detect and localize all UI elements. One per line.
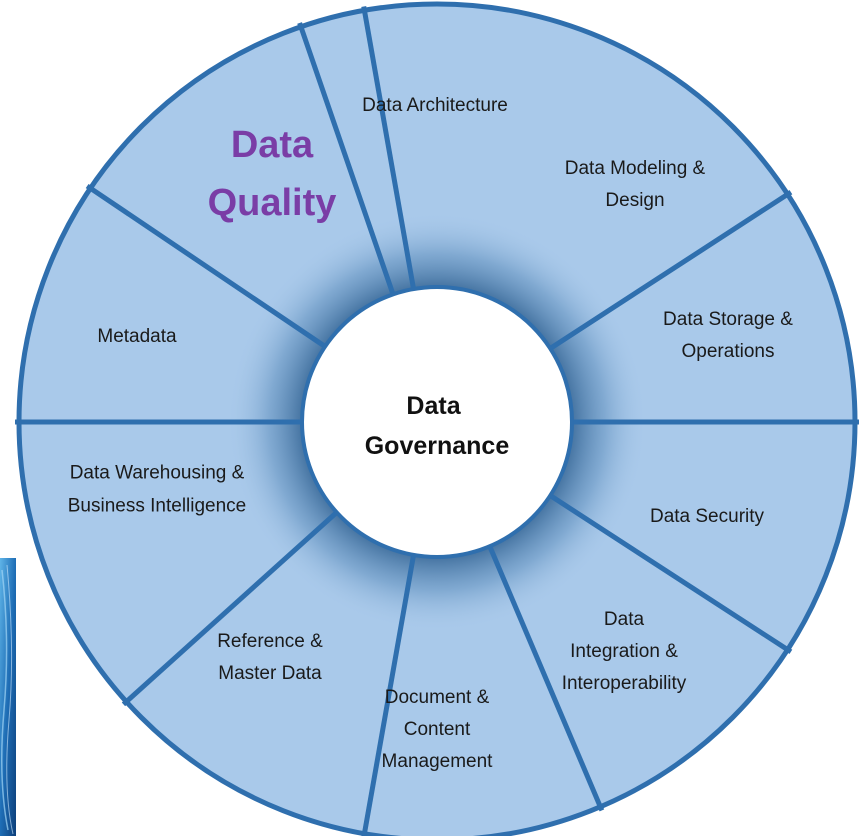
segment-divider xyxy=(548,493,796,657)
segment-label: Data Modeling & Design xyxy=(565,158,706,211)
segment-label-line: Business Intelligence xyxy=(68,496,247,517)
center-label-line-1: Data xyxy=(406,392,461,420)
segment-label-line: Reference & xyxy=(217,631,323,652)
segment-label-line: Data Architecture xyxy=(362,95,508,116)
segment-divider xyxy=(295,18,396,296)
segment-label-line: Operations xyxy=(682,341,775,362)
segment-label: Data Warehousing & Business Intelligence xyxy=(68,463,247,517)
segment-label-line: Interoperability xyxy=(562,673,687,694)
segment-label-line: Content xyxy=(404,719,471,740)
segment-label-line: Metadata xyxy=(97,326,177,347)
center-label-line-2: Governance xyxy=(365,432,510,460)
segment-divider xyxy=(548,187,796,351)
segment-label: Data Storage & Operations xyxy=(663,309,793,362)
segment-label: Data Architecture xyxy=(362,95,508,116)
segment-label-line: Data xyxy=(231,124,314,166)
segment-label-line: Management xyxy=(382,751,494,772)
segment-divider xyxy=(118,510,339,709)
segment-label-line: Data Warehousing & xyxy=(70,463,245,484)
segment-label-line: Design xyxy=(605,190,664,211)
segment-label-line: Data Modeling & xyxy=(565,158,706,179)
segment-divider xyxy=(487,545,606,816)
center-label: Data Governance xyxy=(365,392,510,460)
segment-divider xyxy=(360,2,417,290)
segment-label-line: Master Data xyxy=(218,663,322,684)
segment-label-line: Document & xyxy=(385,687,490,708)
corner-decoration xyxy=(0,558,16,836)
segment-label-line: Data Security xyxy=(650,506,765,527)
center-hub xyxy=(300,285,574,559)
segment-label-line: Quality xyxy=(208,182,337,224)
segment-label-line: Integration & xyxy=(570,641,678,662)
segment-label-line: Data xyxy=(604,609,645,630)
segment-divider xyxy=(360,554,417,836)
segment-divider xyxy=(82,181,327,349)
segment-label: Data Security xyxy=(650,506,765,527)
segment-label: Metadata xyxy=(97,326,177,347)
segment-label-line: Data Storage & xyxy=(663,309,793,330)
segment-dividers xyxy=(15,2,859,836)
segment-label: Reference & Master Data xyxy=(217,631,323,684)
